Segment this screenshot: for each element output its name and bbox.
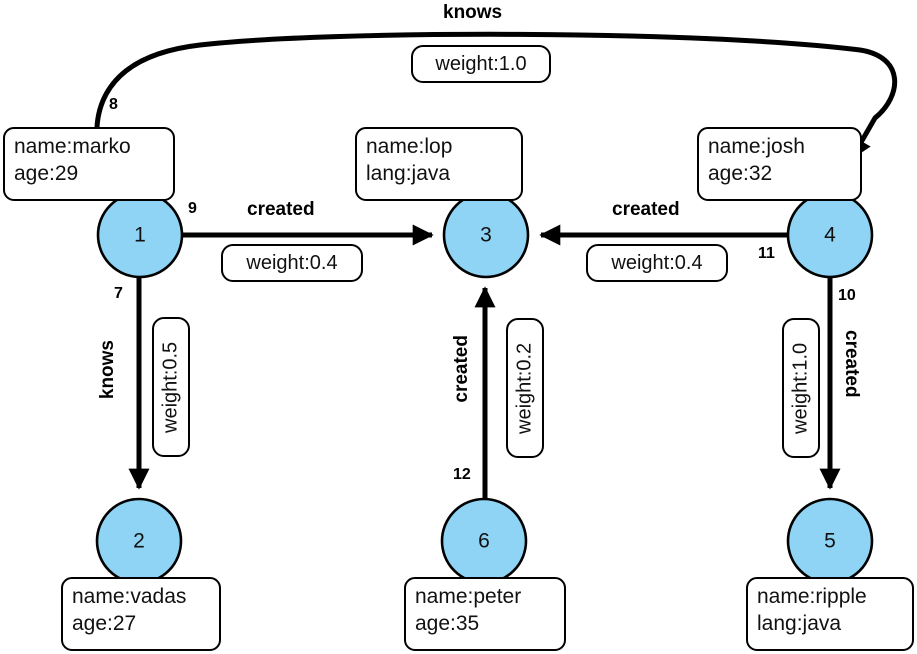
edge-8-id: 8 [109, 96, 118, 113]
node-2-prop-age: age:27 [72, 611, 137, 635]
node-2-label: 2 [133, 530, 145, 553]
edge-12-label-created: created [451, 335, 472, 403]
node-6[interactable]: 6 [440, 497, 528, 585]
node-6-prop-age: age:35 [415, 611, 480, 635]
node-3-prop-lang: lang:java [366, 161, 451, 185]
node-1-property-box: name:marko age:29 [3, 127, 175, 201]
edge-10-label-created: created [841, 330, 862, 398]
node-6-property-box: name:peter age:35 [404, 577, 566, 651]
edge-7-weight-box: weight:0.5 [152, 317, 190, 457]
node-1[interactable]: 1 [96, 191, 184, 279]
node-3-label: 3 [480, 224, 492, 247]
node-3[interactable]: 3 [442, 191, 530, 279]
node-2-property-box: name:vadas age:27 [61, 577, 221, 651]
edge-10-id: 10 [838, 287, 856, 304]
edge-9-weight-box: weight:0.4 [221, 244, 363, 282]
node-2[interactable]: 2 [95, 497, 183, 585]
node-5-label: 5 [824, 530, 836, 553]
edge-11-label-created: created [612, 199, 680, 220]
node-5-prop-name: name:ripple [757, 585, 867, 608]
node-3-property-box: name:lop lang:java [355, 127, 523, 201]
node-5-prop-lang: lang:java [757, 611, 842, 635]
node-5-property-box: name:ripple lang:java [746, 577, 914, 651]
edge-8-knows-1-to-4[interactable] [94, 31, 898, 176]
node-1-label: 1 [134, 224, 146, 247]
edge-12-id: 12 [453, 466, 471, 483]
edge-7-id: 7 [114, 285, 123, 302]
node-4-prop-name: name:josh [708, 135, 805, 158]
node-3-prop-name: name:lop [366, 135, 453, 158]
node-2-prop-name: name:vadas [72, 585, 187, 608]
edge-11-id: 11 [758, 245, 775, 262]
edge-8-weight-box: weight:1.0 [411, 45, 551, 83]
node-4-property-box: name:josh age:32 [697, 127, 862, 201]
edge-12-weight-box: weight:0.2 [506, 318, 544, 458]
edge-11-weight-box: weight:0.4 [586, 244, 728, 282]
node-4-label: 4 [824, 224, 836, 247]
node-4[interactable]: 4 [786, 191, 874, 279]
edge-10-weight-box: weight:1.0 [782, 318, 820, 458]
edge-7-label-knows: knows [97, 340, 118, 400]
edge-9-label-created: created [247, 199, 315, 220]
node-4-prop-age: age:32 [708, 161, 773, 185]
node-6-label: 6 [478, 530, 490, 553]
edge-9-id: 9 [188, 200, 197, 217]
node-1-prop-age: age:29 [14, 161, 79, 185]
edge-8-label-knows: knows [443, 2, 503, 23]
node-5[interactable]: 5 [786, 497, 874, 585]
node-1-prop-name: name:marko [14, 135, 131, 158]
node-6-prop-name: name:peter [415, 585, 522, 608]
